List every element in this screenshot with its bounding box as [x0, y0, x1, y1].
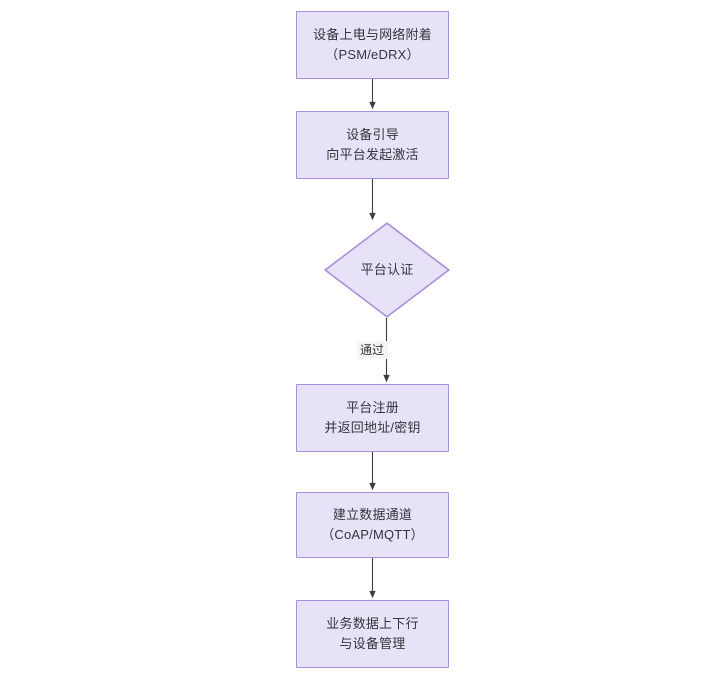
- node-platform-register-label: 平台注册 并返回地址/密钥: [324, 400, 421, 435]
- node-bootstrap-label: 设备引导 向平台发起激活: [326, 127, 419, 162]
- node-bootstrap[interactable]: 设备引导 向平台发起激活: [296, 111, 449, 179]
- edge-label-pass: 通过: [357, 341, 388, 359]
- node-data-channel[interactable]: 建立数据通道 （CoAP/MQTT）: [296, 492, 449, 558]
- node-platform-auth-label: 平台认证: [360, 262, 414, 277]
- node-business-data[interactable]: 业务数据上下行 与设备管理: [296, 600, 449, 668]
- node-power-on-label: 设备上电与网络附着 （PSM/eDRX）: [313, 27, 432, 62]
- diamond-shape-icon: [324, 222, 450, 318]
- node-business-data-label: 业务数据上下行 与设备管理: [326, 616, 419, 651]
- node-power-on[interactable]: 设备上电与网络附着 （PSM/eDRX）: [296, 11, 449, 79]
- node-platform-auth[interactable]: 平台认证: [324, 222, 450, 318]
- node-platform-register[interactable]: 平台注册 并返回地址/密钥: [296, 384, 449, 452]
- node-data-channel-label: 建立数据通道 （CoAP/MQTT）: [321, 507, 424, 542]
